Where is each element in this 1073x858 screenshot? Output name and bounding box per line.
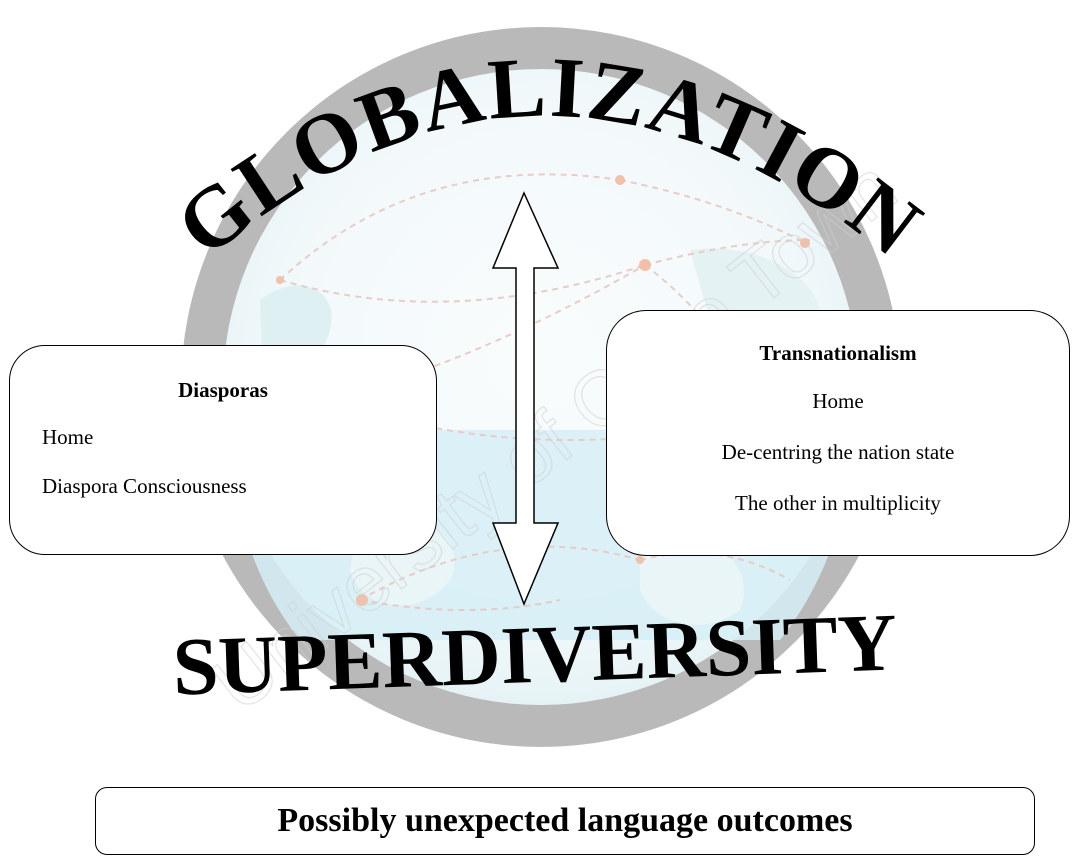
transnationalism-title: Transnationalism [759, 341, 917, 365]
diasporas-box: Diasporas Home Diaspora Consciousness [9, 345, 437, 555]
diasporas-item-consciousness: Diaspora Consciousness [42, 474, 247, 498]
transnationalism-item-home: Home [812, 389, 864, 413]
transnationalism-item-decentring: De-centring the nation state [721, 440, 955, 464]
outcome-label: Possibly unexpected language outcomes [277, 802, 853, 839]
double-headed-arrow [491, 191, 560, 607]
transnationalism-box: Transnationalism Home De-centring the na… [606, 310, 1070, 556]
globe-land [640, 534, 744, 625]
diasporas-item-home: Home [42, 425, 94, 449]
diasporas-title: Diasporas [178, 378, 268, 402]
transnationalism-item-multiplicity: The other in multiplicity [735, 491, 941, 515]
outcome-box: Possibly unexpected language outcomes [95, 787, 1035, 855]
